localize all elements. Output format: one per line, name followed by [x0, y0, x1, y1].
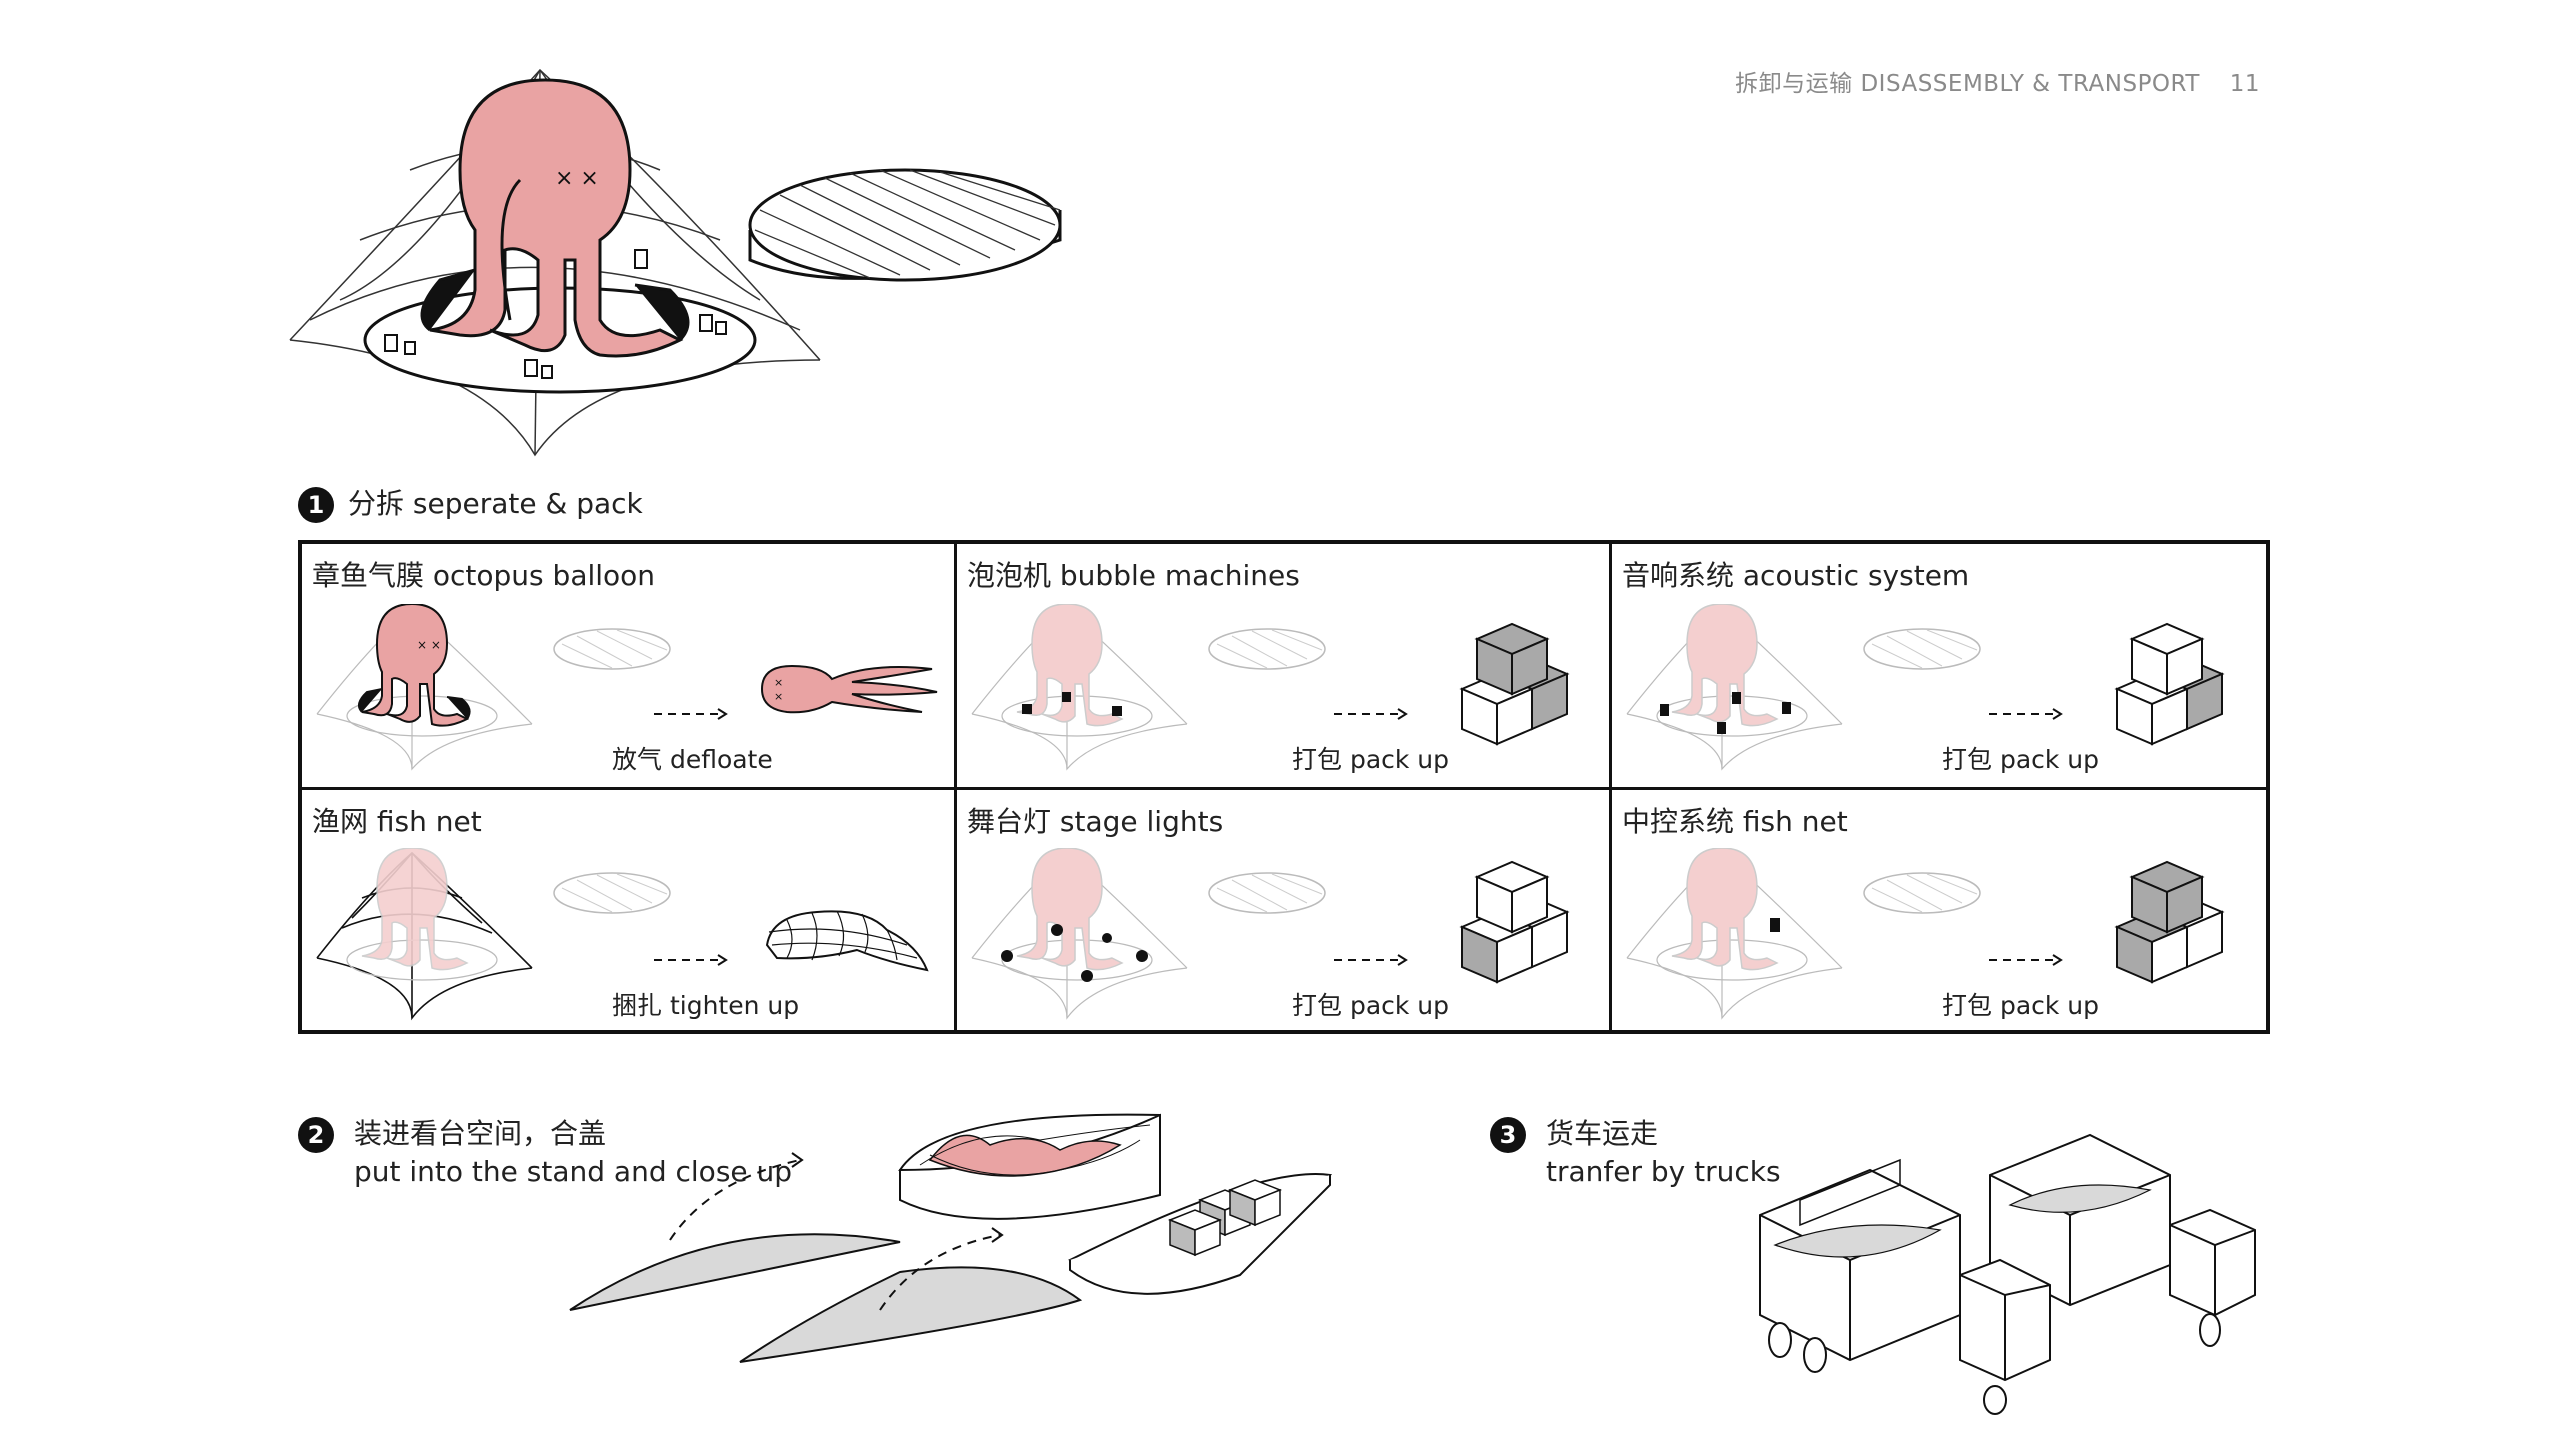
- arrow-icon: [652, 950, 732, 970]
- mini-scene: [967, 604, 1327, 774]
- trucks-illustration: [1750, 1115, 2280, 1415]
- cell-title: 中控系统 fish net: [1622, 800, 1848, 840]
- cell-title: 渔网 fish net: [312, 800, 482, 840]
- header-zh: 拆卸与运输: [1735, 71, 1853, 97]
- hero-illustration: × ×: [280, 60, 1100, 470]
- cell-acoustic-system: 音响系统 acoustic system 打包 pack up: [1612, 544, 2270, 789]
- cell-action: 打包 pack up: [1942, 986, 2099, 1022]
- cell-title: 舞台灯 stage lights: [967, 800, 1223, 840]
- arrow-icon: [1987, 704, 2067, 724]
- mini-scene: [967, 848, 1327, 1023]
- page-number: 11: [2230, 71, 2260, 97]
- cell-title: 章鱼气膜 octopus balloon: [312, 554, 655, 594]
- header-en: DISASSEMBLY & TRANSPORT: [1860, 71, 2199, 97]
- svg-text:× ×: × ×: [417, 638, 441, 652]
- mini-scene: [1622, 604, 1982, 774]
- cell-octopus-balloon: 章鱼气膜 octopus balloon × × 放气 defloate: [302, 544, 956, 789]
- cell-action: 放气 defloate: [612, 740, 773, 776]
- box-stack-icon: [2107, 614, 2227, 754]
- step-1-badge: 1: [298, 487, 334, 523]
- box-stack-icon: [2107, 852, 2227, 992]
- cell-title: 音响系统 acoustic system: [1622, 554, 1969, 594]
- svg-text:× ×: × ×: [555, 166, 599, 191]
- stand-storage-illustration: [560, 1100, 1380, 1410]
- arrow-icon: [1332, 704, 1412, 724]
- cell-stage-lights: 舞台灯 stage lights 打包 pack up: [957, 790, 1609, 1034]
- cell-title: 泡泡机 bubble machines: [967, 554, 1300, 594]
- stand-open-left: [900, 1115, 1160, 1219]
- bundled-net-icon: [757, 900, 937, 980]
- mini-scene: [1622, 848, 1982, 1023]
- component-grid: 章鱼气膜 octopus balloon × × 放气 defloate: [298, 540, 2270, 1034]
- step-3-line-2: tranfer by trucks: [1546, 1153, 1781, 1191]
- step-1-heading: 1 分拆 seperate & pack: [298, 482, 643, 523]
- cell-action: 打包 pack up: [1292, 740, 1449, 776]
- arrow-icon: [652, 704, 732, 724]
- arrow-icon: [1987, 950, 2067, 970]
- hero-stand-disc: [750, 170, 1060, 280]
- svg-text:×: ×: [774, 690, 783, 703]
- cell-action: 打包 pack up: [1292, 986, 1449, 1022]
- cell-action: 捆扎 tighten up: [612, 986, 799, 1022]
- deflated-octopus-icon: ××: [752, 654, 942, 724]
- stand-half-right: [740, 1267, 1080, 1362]
- cell-central-control: 中控系统 fish net 打包 pack up: [1612, 790, 2270, 1034]
- page-header: 拆卸与运输 DISASSEMBLY & TRANSPORT 11: [1700, 64, 2260, 98]
- cell-fish-net: 渔网 fish net 捆扎 tighten up: [302, 790, 956, 1034]
- arrow-icon: [1332, 950, 1412, 970]
- cell-bubble-machines: 泡泡机 bubble machines 打包 pack up: [957, 544, 1609, 789]
- step-3-line-1: 货车运走: [1546, 1115, 1781, 1153]
- step-3-heading: 3 货车运走 tranfer by trucks: [1490, 1115, 1781, 1191]
- step-2-badge: 2: [298, 1117, 334, 1153]
- box-stack-icon: [1452, 614, 1572, 754]
- step-3-badge: 3: [1490, 1117, 1526, 1153]
- cell-action: 打包 pack up: [1942, 740, 2099, 776]
- svg-text:×: ×: [774, 676, 783, 689]
- box-stack-icon: [1452, 852, 1572, 992]
- step-1-label: 分拆 seperate & pack: [348, 487, 643, 520]
